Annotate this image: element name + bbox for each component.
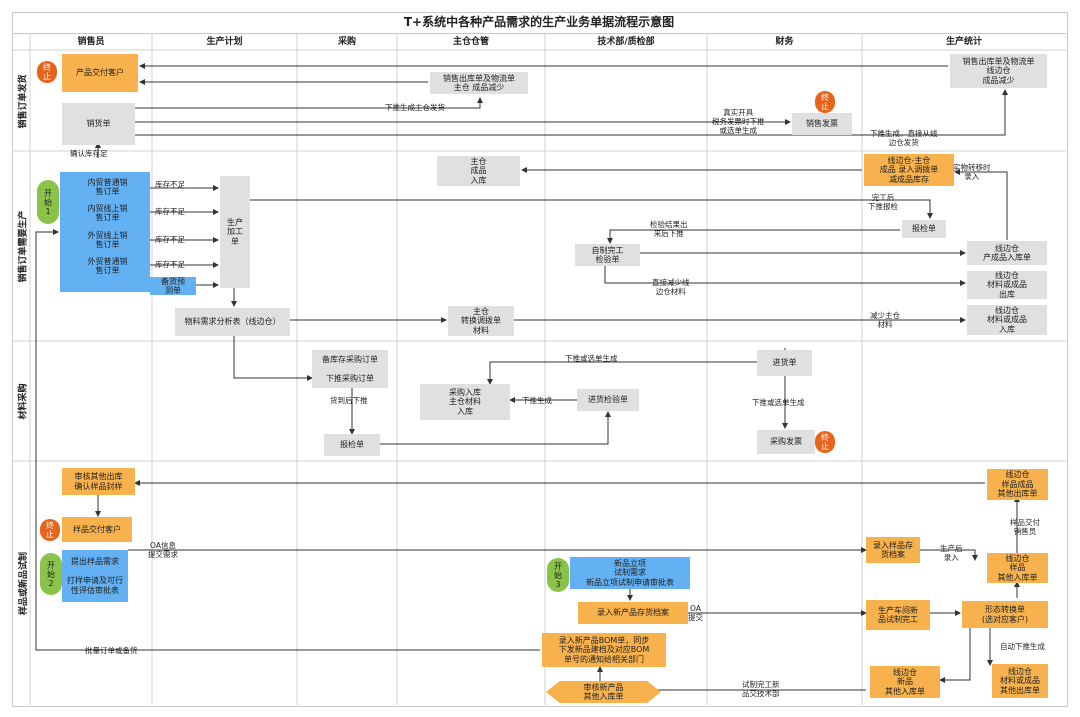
side-material-out-box[interactable]: 线边仓 材料或成品 出库 [967,271,1047,299]
purchase-invoice-box[interactable]: 采购发票 [757,430,815,454]
start-node-3: 开 始 3 [547,558,569,592]
push-or-select-label: 下推或选单生成 [565,354,618,363]
sample-delivered-label: 样品交付 销售员 [1010,518,1040,536]
inspection-request-2-box[interactable]: 报检单 [324,434,380,456]
end-node-2: 终 止 [815,91,835,113]
sales-order-box[interactable]: 销货单 [62,103,135,145]
reduce-main-label: 减少主仓 材料 [870,311,900,329]
production-order-box[interactable]: 生产 加工 单 [220,176,250,288]
oa-submit-label: OA 提交 [688,604,703,622]
trial-done-label: 试制完工新 品交技术部 [742,680,780,698]
lack-label-3: 库存不足 [155,235,185,244]
sample-request-box[interactable]: 提出样品需求 打样申请及可行 性评估审批表 [62,550,128,602]
sales-out-main-box[interactable]: 销售出库单及物流单 主仓 成品减少 [430,72,528,94]
self-inspection-box[interactable]: 自制完工 检验单 [575,244,640,266]
col-header-purchasing: 采购 [337,37,356,47]
side-material-out-2-box[interactable]: 线边仓 材料或成品 其他出库单 [992,664,1048,698]
order-foreign-online[interactable]: 外贸线上销 售订单 [70,229,145,251]
end-node-3: 终 止 [815,431,835,453]
end-node-1: 终 止 [37,61,57,83]
arrive-push-label: 货到后下推 [330,396,368,405]
end-node-4: 终 止 [40,519,60,541]
side-product-in-box[interactable]: 线边仓 产成品入库单 [967,241,1047,265]
transfer-side-main-box[interactable]: 线边仓-主仓 成品 录入调拨单 减成品库存 [864,154,954,186]
arrival-inspection-box[interactable]: 进货检验单 [577,389,639,411]
sample-deliver-box[interactable]: 样品交付客户 [62,517,132,542]
col-header-sales: 销售员 [77,37,105,47]
physical-transfer-label: 实物转移时 录入 [953,163,991,181]
batch-order-label: 批量订单或备货 [85,646,138,655]
side-sample-out-box[interactable]: 线边仓 样品成品 其他出库单 [987,469,1048,500]
sample-stock-file-box[interactable]: 录入样品存 货档案 [866,537,920,563]
workshop-trial-box[interactable]: 生产车间新 品试制完工 [866,600,930,630]
other-out-review-box[interactable]: 审核其他出库 确认样品封样 [62,468,135,495]
col-header-prod-stats: 生产统计 [945,37,982,47]
prod-entry-label: 生产后 录入 [940,544,963,562]
lack-label-2: 库存不足 [155,207,185,216]
finish-push-label: 完工后 下推报检 [868,193,898,211]
col-header-warehouse: 主仓仓管 [452,37,489,47]
stock-forecast-box[interactable]: 备货预 测单 [150,277,196,295]
oa-info-label: OA信息 提交需求 [148,541,178,559]
reduce-side-label: 直接减少线 边仓材料 [652,278,690,296]
col-header-tech-qc: 技术部/质检部 [597,37,655,47]
new-product-project-box[interactable]: 新品立项 试制需求 新品立项试制申请审批表 [570,557,690,589]
push-side-ship-label: 下推生成，直接从线 边仓发货 [870,129,938,147]
side-material-in-box[interactable]: 线边仓 材料或成品 入库 [967,305,1047,335]
diagram-frame [12,12,1068,707]
mrp-box[interactable]: 物料需求分析表（线边仓） [175,308,290,336]
side-new-in-box[interactable]: 线边仓 新品 其他入库单 [870,666,940,698]
bom-entry-box[interactable]: 录入新产品BOM单，同步 下发新品建档及对应BOM 单号的通知给相关部门 [542,633,666,667]
sales-out-side-box[interactable]: 销售出库单及物流单 线边仓 成品减少 [950,54,1047,88]
order-domestic-normal[interactable]: 内贸普通销 售订单 [70,176,145,198]
diagram-title: T+系统中各种产品需求的生产业务单据流程示意图 [12,12,1066,34]
auto-push-label: 自动下推生成 [1000,642,1045,651]
push-or-select-label-2: 下推或选单生成 [752,398,805,407]
side-sample-in-box[interactable]: 线边仓 样品 其他入库单 [987,553,1048,583]
purchase-order-box[interactable]: 备库存采购订单 下推采购订单 [312,350,388,388]
invoice-note-label: 真实开具 税务发票时下推 或选单生成 [712,108,765,135]
order-domestic-online[interactable]: 内贸线上销 售订单 [70,202,145,224]
col-header-finance: 财务 [775,37,794,47]
form-convert-box[interactable]: 形态转换单 (选对应客户) [962,601,1048,628]
push-gen-label: 下推生成 [522,396,552,405]
start-node-2: 开 始 2 [40,553,62,595]
col-header-production-plan: 生产计划 [206,37,243,47]
sales-invoice-box[interactable]: 销售发票 [792,113,852,135]
review-new-in-box[interactable]: 审核新产品 其他入库单 [546,681,661,703]
confirm-stock-label: 确认库存足 [70,149,108,158]
purchase-in-box[interactable]: 采购入库 主仓材料 入库 [420,384,510,420]
lack-label-1: 库存不足 [155,180,185,189]
purchase-receipt-box[interactable]: 进货单 [757,350,812,376]
push-main-ship-label: 下推生成主仓发货 [385,103,445,112]
deliver-customer-box[interactable]: 产品交付客户 [62,54,138,92]
new-stock-file-box[interactable]: 录入新产品存货档案 [578,602,688,624]
inspection-request-box[interactable]: 报检单 [902,220,946,238]
main-product-in-box[interactable]: 主仓 成品 入库 [437,156,520,186]
main-transfer-box[interactable]: 主仓 转换调拨单 材料 [448,306,514,336]
order-foreign-normal[interactable]: 外贸普通销 售订单 [70,255,145,277]
start-node-1: 开 始 1 [37,180,59,224]
inspect-result-label: 检验结果出 来后下推 [650,220,688,238]
lack-label-4: 库存不足 [155,260,185,269]
